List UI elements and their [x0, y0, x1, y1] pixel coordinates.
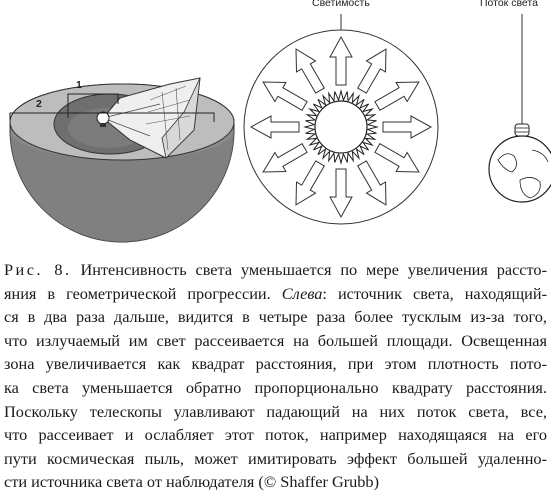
- radiating-arrow: [357, 160, 387, 206]
- caption-line: пути космическая пыль, может имитировать…: [4, 448, 547, 468]
- caption-line: Поскольку телескопы улавливают падающий …: [4, 401, 547, 421]
- radiating-arrow: [295, 48, 325, 94]
- distance-2-label: 2: [36, 98, 42, 110]
- sun-core: [314, 100, 368, 154]
- radiating-arrow: [357, 48, 387, 94]
- radiating-arrow: [262, 81, 308, 111]
- radiating-arrow: [374, 143, 420, 173]
- radiating-arrow: [329, 35, 353, 86]
- figure: Светимость Поток света 1 2: [9, 0, 551, 243]
- distance-1-marker: [67, 93, 119, 118]
- figure-number: Рис. 8.: [4, 260, 72, 279]
- radiating-arrow: [374, 81, 420, 111]
- caption-line: что рассеивает и ослабляет этот поток, н…: [4, 425, 547, 445]
- figure-caption: Рис. 8. Интенсивность света уменьшается …: [4, 258, 547, 494]
- caption-line: ся в два раза дальше, видится в четыре р…: [4, 307, 547, 327]
- radiating-arrow: [262, 143, 308, 173]
- caption-line: сти источника света от наблюдателя (© Sh…: [4, 472, 379, 492]
- distance-1-label: 1: [76, 79, 82, 91]
- hemisphere-diagram: [9, 77, 235, 243]
- light-flux-label: Поток света: [480, 0, 538, 9]
- distance-2-marker: [9, 112, 215, 122]
- light-bulb-icon: [96, 111, 110, 125]
- arrows-group: [249, 35, 433, 219]
- caption-line: Рис. 8. Интенсивность света уменьшается …: [4, 260, 547, 279]
- caption-line: что излучаемый им свет рассеивается на б…: [4, 330, 547, 350]
- radiating-arrow: [382, 115, 433, 139]
- globe-icon: [488, 135, 551, 203]
- radiating-arrow: [295, 160, 325, 206]
- caption-line: яния в геометрической прогрессии. Слева:…: [4, 283, 548, 303]
- luminosity-label: Светимость: [312, 0, 370, 9]
- caption-line: ка света уменьшается обратно пропорциона…: [4, 377, 547, 397]
- figure-drawing: [9, 14, 551, 243]
- luminosity-diagram: [243, 14, 439, 225]
- caption-emphasis: Слева: [281, 283, 323, 303]
- radiating-arrow: [329, 168, 353, 219]
- radiating-arrow: [249, 115, 300, 139]
- caption-line: зона увеличивается как квадрат расстояни…: [4, 354, 547, 374]
- light-flux-diagram: [488, 14, 551, 203]
